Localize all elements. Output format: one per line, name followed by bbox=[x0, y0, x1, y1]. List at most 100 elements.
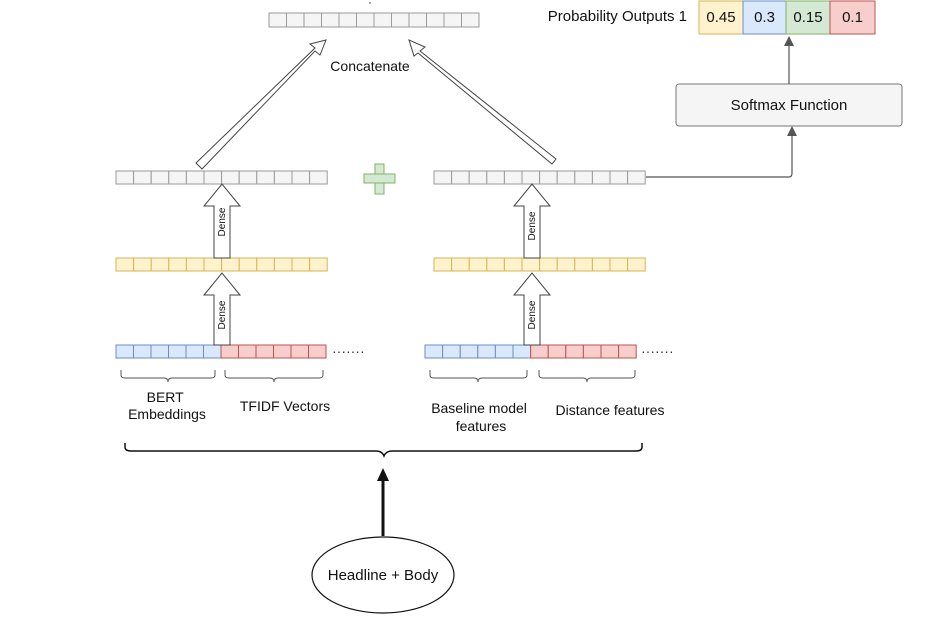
vector-cell bbox=[574, 257, 593, 272]
probability-cell bbox=[698, 0, 744, 35]
vector-cell bbox=[150, 170, 170, 185]
right-concat-arrow bbox=[408, 39, 557, 165]
vector-cell bbox=[168, 344, 187, 359]
vector-cell bbox=[238, 257, 258, 272]
vector-cell bbox=[627, 257, 646, 272]
left-lower-dense-arrow: Dense bbox=[202, 272, 242, 346]
left-concat-arrow bbox=[195, 39, 327, 170]
vector-cell bbox=[168, 257, 187, 272]
vector-cell bbox=[468, 257, 488, 272]
vector-cell bbox=[185, 170, 205, 185]
vector-cell bbox=[426, 12, 445, 28]
vector-cell bbox=[150, 344, 169, 359]
vector-cell bbox=[309, 257, 328, 272]
vector-cell bbox=[600, 344, 620, 359]
vector-cell bbox=[627, 170, 646, 185]
input-brace bbox=[124, 443, 643, 459]
vector-cell bbox=[591, 257, 611, 272]
vector-cell bbox=[238, 344, 257, 359]
probability-cell bbox=[742, 0, 787, 35]
distance-brace bbox=[538, 370, 636, 383]
probability-value: 0.15 bbox=[793, 9, 822, 26]
vector-cell bbox=[391, 12, 410, 28]
vector-cell bbox=[582, 344, 602, 359]
left-ellipsis: ······· bbox=[332, 343, 365, 359]
vector-cell bbox=[503, 257, 523, 272]
tfidf-brace bbox=[224, 370, 324, 383]
vector-to-softmax-connector bbox=[646, 126, 797, 178]
vector-cell bbox=[356, 12, 375, 28]
vector-cell bbox=[461, 12, 480, 28]
vector-cell bbox=[451, 170, 470, 185]
vector-cell bbox=[185, 257, 205, 272]
vector-cell bbox=[565, 344, 584, 359]
vector-cell bbox=[309, 170, 328, 185]
tfidf-vectors-label: TFIDF Vectors bbox=[240, 398, 330, 414]
vector-cell bbox=[115, 257, 135, 272]
vector-cell bbox=[486, 257, 505, 272]
vector-cell bbox=[168, 170, 187, 185]
input-label: Headline + Body bbox=[328, 567, 439, 584]
right-input-vector bbox=[424, 344, 637, 359]
left-lower-dense-label: Dense bbox=[217, 300, 228, 329]
probability-cell bbox=[829, 0, 876, 35]
vector-cell bbox=[238, 170, 258, 185]
vector-cell bbox=[255, 344, 274, 359]
vector-cell bbox=[591, 170, 611, 185]
right-ellipsis: ······· bbox=[641, 343, 674, 359]
vector-cell bbox=[512, 344, 532, 359]
vector-cell bbox=[530, 344, 549, 359]
right-lower-dense-arrow: Dense bbox=[512, 272, 552, 346]
right-upper-dense-label: Dense bbox=[527, 211, 538, 240]
vector-cell bbox=[442, 344, 461, 359]
vector-cell bbox=[503, 170, 523, 185]
baseline-brace bbox=[429, 370, 528, 383]
right-dense-output-vector bbox=[433, 170, 646, 185]
vector-cell bbox=[273, 344, 292, 359]
distance-features-label: Distance features bbox=[556, 402, 665, 418]
softmax-label: Softmax Function bbox=[731, 97, 848, 114]
vector-cell bbox=[291, 257, 311, 272]
left-upper-dense-label: Dense bbox=[217, 207, 228, 236]
left-hidden-vector bbox=[115, 257, 328, 272]
left-input-vector bbox=[115, 344, 327, 359]
vector-cell bbox=[221, 257, 240, 272]
vector-cell bbox=[521, 170, 541, 185]
vector-cell bbox=[574, 170, 593, 185]
vector-cell bbox=[459, 344, 479, 359]
vector-cell bbox=[547, 344, 567, 359]
vector-cell bbox=[221, 170, 240, 185]
probability-value: 0.45 bbox=[706, 9, 735, 26]
probability-value: 0.3 bbox=[754, 9, 775, 26]
vector-cell bbox=[433, 257, 453, 272]
vector-cell bbox=[273, 257, 293, 272]
vector-cell bbox=[521, 257, 541, 272]
vector-cell bbox=[185, 344, 204, 359]
vector-cell bbox=[290, 344, 309, 359]
vector-cell bbox=[133, 344, 152, 359]
vector-cell bbox=[433, 170, 453, 185]
vector-cell bbox=[286, 12, 305, 28]
vector-cell bbox=[609, 170, 629, 185]
top-dot: · bbox=[368, 0, 372, 9]
vector-cell bbox=[539, 257, 558, 272]
concatenate-label: Concatenate bbox=[330, 58, 410, 74]
input-ellipse bbox=[311, 536, 455, 614]
vector-cell bbox=[556, 257, 576, 272]
vector-cell bbox=[618, 344, 637, 359]
vector-cell bbox=[443, 12, 462, 28]
vector-cell bbox=[468, 170, 488, 185]
vector-cell bbox=[424, 344, 444, 359]
vector-cell bbox=[494, 344, 514, 359]
vector-cell bbox=[609, 257, 629, 272]
vector-cell bbox=[133, 170, 152, 185]
vector-cell bbox=[451, 257, 470, 272]
input-arrow-head bbox=[377, 468, 389, 481]
plus-icon bbox=[363, 163, 396, 195]
probability-cell bbox=[785, 0, 831, 35]
right-hidden-vector bbox=[433, 257, 646, 272]
vector-cell bbox=[408, 12, 427, 28]
vector-cell bbox=[220, 344, 239, 359]
